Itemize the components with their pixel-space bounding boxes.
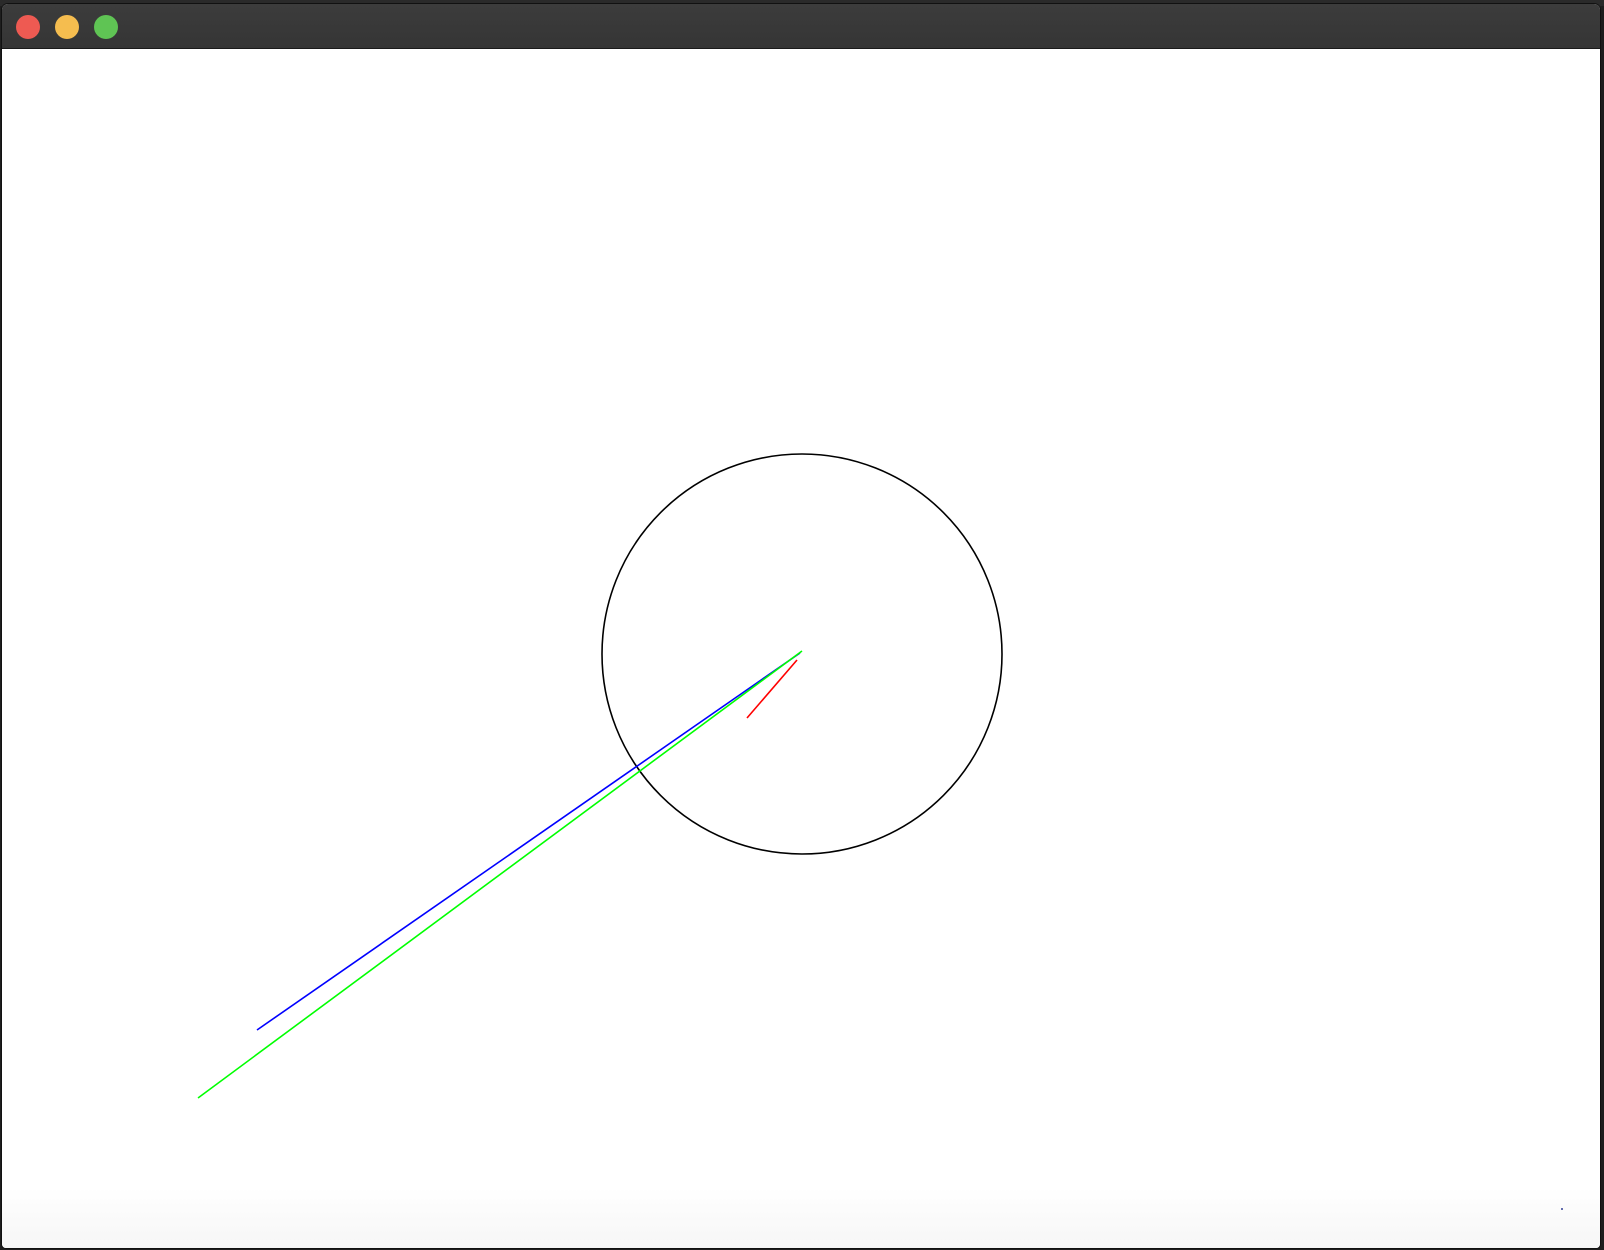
close-icon[interactable] bbox=[16, 15, 40, 39]
app-window bbox=[2, 4, 1600, 1248]
green-line bbox=[197, 650, 803, 1099]
canvas-svg bbox=[197, 453, 1563, 1210]
red-line bbox=[746, 659, 798, 719]
title-bar[interactable] bbox=[2, 4, 1600, 49]
zoom-icon[interactable] bbox=[94, 15, 118, 39]
black-circle bbox=[601, 453, 1003, 855]
desktop-background bbox=[0, 0, 1604, 6]
tiny-dot bbox=[1561, 1208, 1563, 1210]
blue-line bbox=[256, 652, 801, 1031]
minimize-icon[interactable] bbox=[55, 15, 79, 39]
drawing-canvas[interactable] bbox=[2, 49, 1600, 1248]
